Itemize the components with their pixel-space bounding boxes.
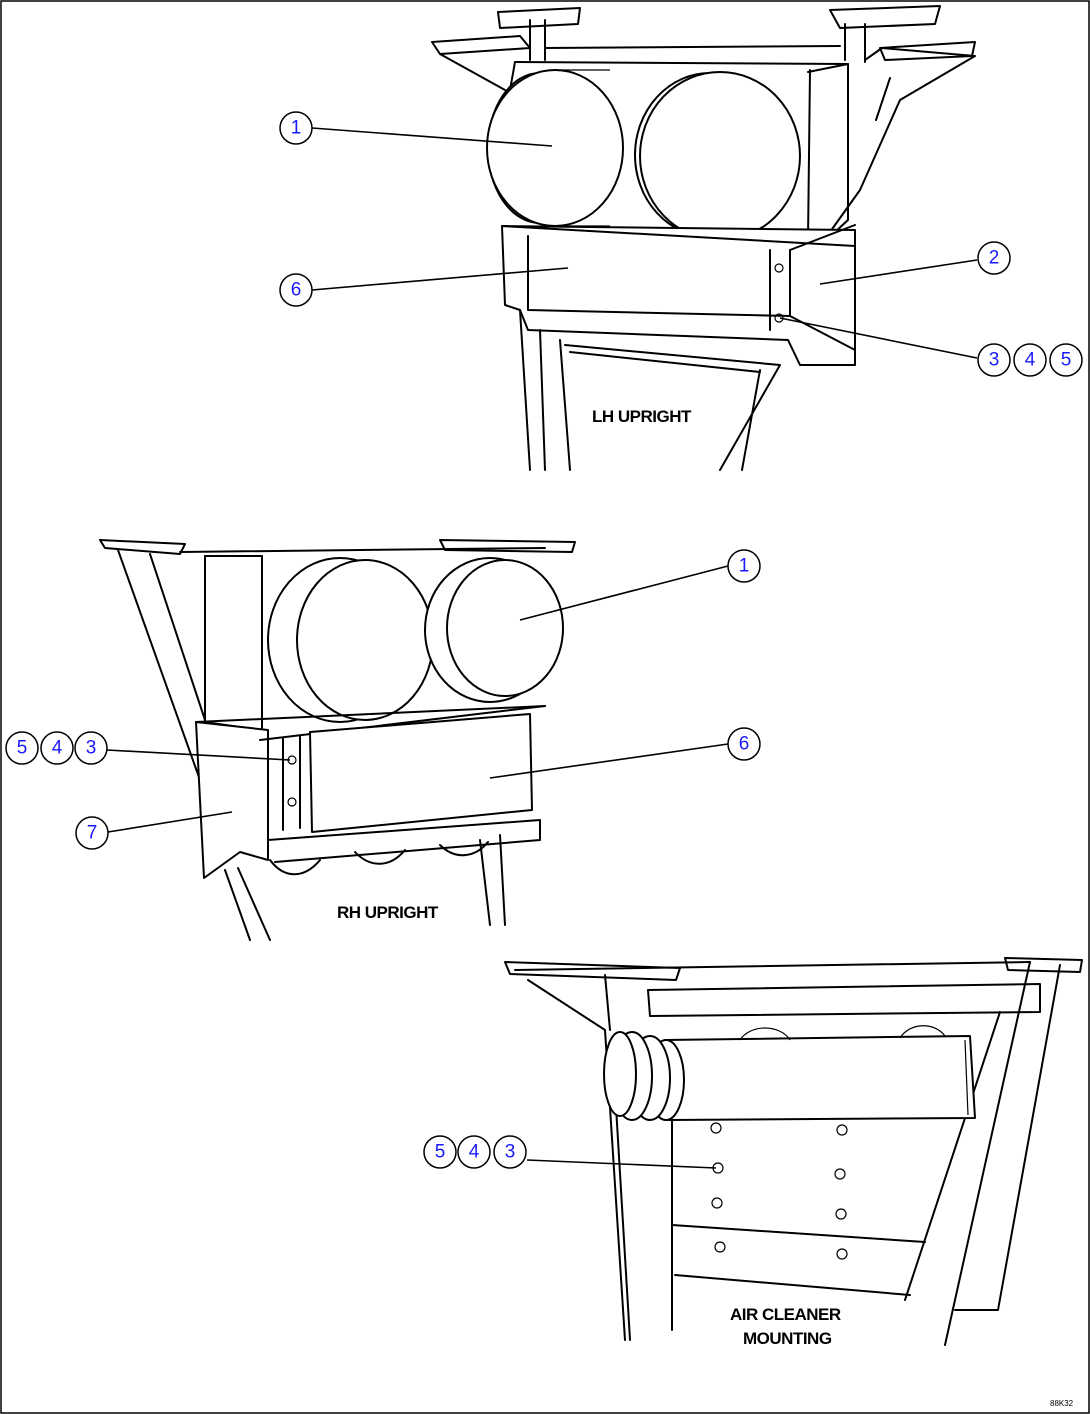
lh-upright-view: LH UPRIGHT (311, 5, 978, 471)
lh-balloon-2: 2 (977, 241, 1011, 275)
air-cleaner-mounting-view: AIR CLEANER MOUNTING (504, 957, 1083, 1348)
lh-balloon-6: 6 (279, 273, 313, 307)
rh-balloon-5: 5 (5, 731, 39, 765)
air-balloon-5: 5 (423, 1135, 457, 1169)
balloon-label: 4 (52, 738, 63, 759)
balloon-label: 5 (17, 738, 28, 759)
rh-balloon-3: 3 (74, 731, 108, 765)
balloon-label: 3 (86, 738, 97, 759)
balloon-label: 4 (1025, 350, 1036, 371)
lh-balloon-4: 4 (1013, 343, 1047, 377)
balloon-label: 6 (291, 280, 302, 301)
air-balloon-3: 3 (493, 1135, 527, 1169)
lh-balloon-3: 3 (977, 343, 1011, 377)
rh-balloon-6: 6 (727, 727, 761, 761)
air-balloon-4: 4 (457, 1135, 491, 1169)
filter-can-left (296, 559, 434, 721)
balloon-label: 5 (435, 1142, 446, 1163)
rh-upright-view: RH UPRIGHT (99, 539, 729, 941)
balloon-label: 1 (739, 556, 750, 577)
balloon-label: 5 (1061, 350, 1072, 371)
drawing-code: 88K32 (1050, 1399, 1074, 1408)
rh-balloon-1: 1 (727, 549, 761, 583)
balloon-label: 3 (505, 1142, 516, 1163)
lh-balloon-5: 5 (1049, 343, 1083, 377)
rh-balloon-4: 4 (40, 731, 74, 765)
rh-balloon-7: 7 (75, 816, 109, 850)
balloon-label: 4 (469, 1142, 480, 1163)
balloon-label: 6 (739, 734, 750, 755)
air-cleaner-caption-line1: AIR CLEANER (730, 1305, 841, 1324)
filter-can-right (446, 559, 564, 697)
air-cleaner-caption-line2: MOUNTING (743, 1329, 832, 1348)
balloon-label: 3 (989, 350, 1000, 371)
rh-upright-caption: RH UPRIGHT (337, 903, 439, 922)
balloon-label: 1 (291, 118, 302, 139)
lh-balloon-1: 1 (279, 111, 313, 145)
lh-upright-caption: LH UPRIGHT (592, 407, 692, 426)
balloon-label: 7 (87, 823, 98, 844)
balloon-label: 2 (989, 248, 1000, 269)
